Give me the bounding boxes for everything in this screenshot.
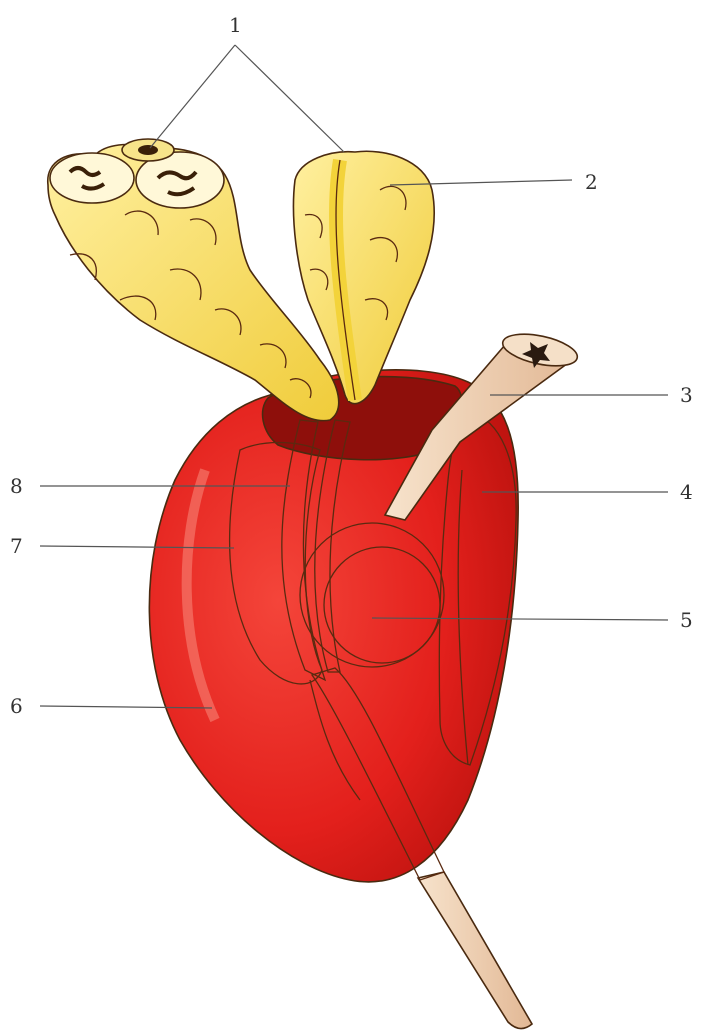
label-1: 1 xyxy=(229,13,242,37)
leader-1a xyxy=(150,45,235,148)
label-6: 6 xyxy=(10,694,23,718)
label-7: 7 xyxy=(10,534,23,558)
label-4: 4 xyxy=(680,480,693,504)
label-2: 2 xyxy=(585,170,598,194)
lower-tube xyxy=(418,872,532,1029)
label-5: 5 xyxy=(680,608,693,632)
leader-1b xyxy=(235,45,344,152)
label-3: 3 xyxy=(680,383,693,407)
label-8: 8 xyxy=(10,474,23,498)
